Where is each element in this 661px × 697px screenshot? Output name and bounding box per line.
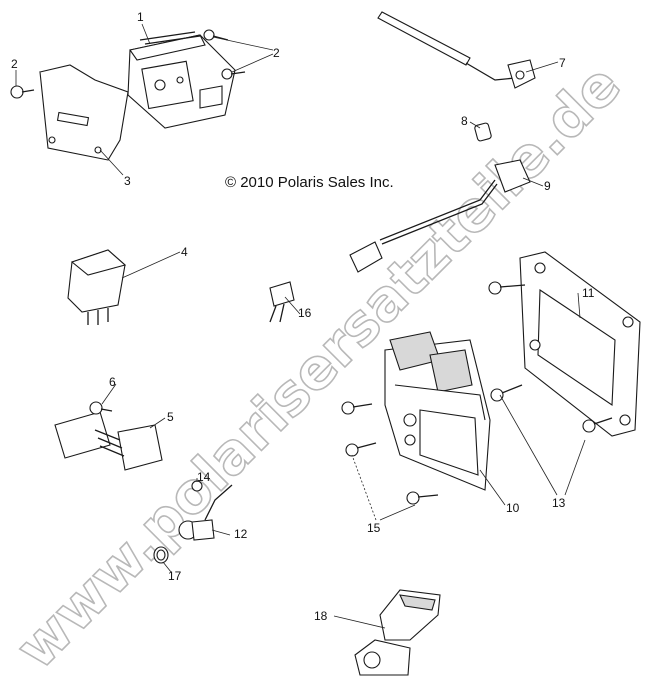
control-module bbox=[127, 31, 236, 129]
ecu-bracket bbox=[519, 251, 641, 437]
callout-9: 9 bbox=[544, 179, 551, 193]
screw-15b bbox=[345, 442, 377, 457]
screw-right-top bbox=[203, 29, 229, 41]
relay bbox=[67, 249, 127, 325]
callout-13: 13 bbox=[552, 496, 566, 510]
screw-15a bbox=[341, 401, 373, 415]
screw-left bbox=[10, 85, 35, 99]
callout-11: 11 bbox=[582, 286, 595, 300]
copyright-text: © 2010 Polaris Sales Inc. bbox=[225, 174, 394, 191]
callout-4: 4 bbox=[181, 245, 188, 259]
callout-16: 16 bbox=[298, 306, 312, 320]
callout-5: 5 bbox=[167, 410, 174, 424]
sensor-harness bbox=[349, 159, 531, 273]
connector-small bbox=[269, 281, 295, 323]
screw-13a bbox=[488, 281, 526, 295]
sensor-cable bbox=[377, 11, 536, 89]
callout-6: 6 bbox=[109, 375, 116, 389]
o-ring bbox=[153, 546, 169, 564]
callout-10: 10 bbox=[506, 501, 520, 515]
screw-13b bbox=[490, 384, 523, 402]
callout-18: 18 bbox=[314, 609, 328, 623]
screw-6 bbox=[89, 401, 113, 415]
fuse-block bbox=[54, 411, 163, 471]
screw-right-bottom bbox=[221, 68, 246, 80]
callout-3: 3 bbox=[124, 174, 131, 188]
callout-2-right: 2 bbox=[273, 46, 280, 60]
leader-lines bbox=[15, 23, 586, 629]
callout-15: 15 bbox=[367, 521, 381, 535]
callout-12: 12 bbox=[234, 527, 248, 541]
sensor-12 bbox=[178, 484, 233, 541]
map-sensor bbox=[354, 589, 441, 676]
callout-7: 7 bbox=[559, 56, 566, 70]
callout-14: 14 bbox=[197, 470, 211, 484]
ecu bbox=[384, 331, 491, 491]
mounting-bracket bbox=[39, 64, 129, 161]
screw-15c bbox=[406, 491, 439, 505]
callout-1: 1 bbox=[137, 10, 144, 24]
pin bbox=[474, 122, 492, 142]
callouts: 1 2 2 3 4 5 6 7 8 9 10 11 12 13 14 15 16… bbox=[11, 10, 595, 623]
callout-17: 17 bbox=[168, 569, 182, 583]
callout-8: 8 bbox=[461, 114, 468, 128]
callout-2-left: 2 bbox=[11, 57, 18, 71]
screw-13c bbox=[582, 417, 613, 433]
